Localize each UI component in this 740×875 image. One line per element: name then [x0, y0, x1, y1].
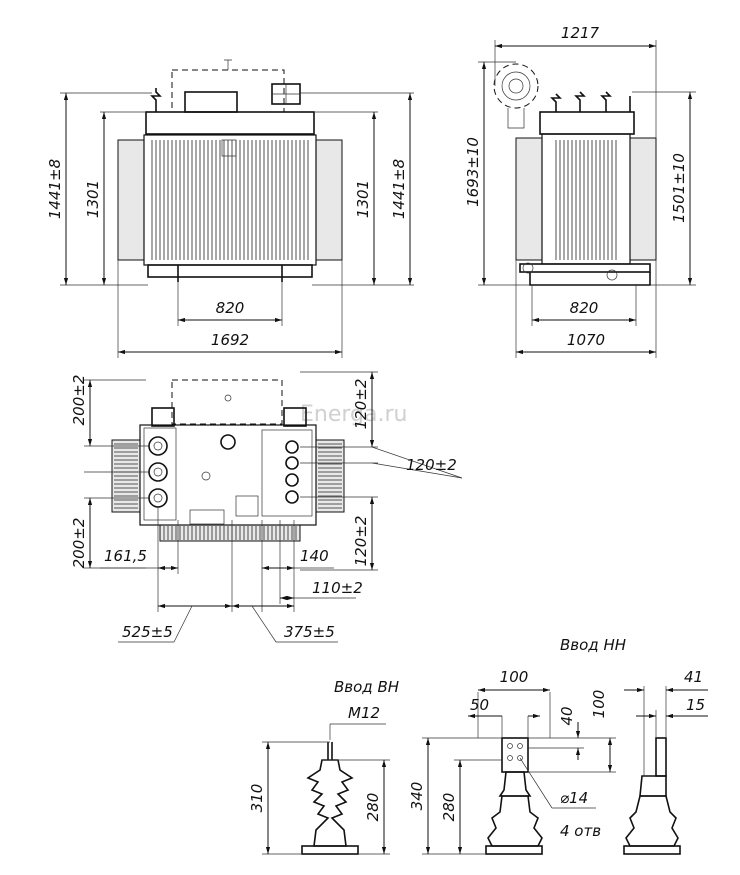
- side-view: 1217 1693±10 1501±10 820 1070: [464, 24, 696, 358]
- dim-plan-140: 140: [300, 547, 329, 565]
- dim-lv-50: 50: [470, 696, 489, 714]
- plan-lv-bushing-1: [285, 440, 299, 454]
- plan-conservator-outline: [171, 379, 283, 425]
- radiator-fins: [151, 140, 309, 260]
- base-frame: [147, 264, 313, 278]
- lv-flag-side: [655, 737, 667, 777]
- dim-lv-holes-count: 4 отв: [560, 822, 601, 840]
- dim-side-overall: 1217: [561, 24, 600, 42]
- dim-side-base: 1070: [567, 331, 605, 349]
- dim-lv-total: 340: [408, 782, 426, 811]
- lv-flag-terminal: [501, 737, 529, 773]
- dim-hv-body: 280: [364, 793, 382, 822]
- plan-center-fitting: [220, 434, 236, 450]
- dim-lv-side-41: 41: [684, 668, 703, 686]
- top-view: 200±2 200±2 120±2 120±2 120±2 161,5 140 …: [70, 371, 463, 643]
- hv-bushing-thread: M12: [348, 704, 380, 722]
- lv-bushing-body: [487, 795, 543, 847]
- dim-lv-side-15: 15: [686, 696, 705, 714]
- dim-plan-200-top: 200±2: [70, 375, 88, 426]
- lv-bushing-side-body: [625, 795, 679, 847]
- side-tank-body: [541, 133, 631, 265]
- right-cooling-panel: [315, 139, 343, 261]
- side-conservator: [493, 63, 539, 109]
- plan-side-fins: [114, 443, 342, 509]
- dim-front-body-left: 1301: [84, 180, 102, 218]
- plan-lv-bushing-3: [285, 473, 299, 487]
- plan-lv-block: [261, 429, 313, 517]
- left-cooling-panel: [117, 139, 145, 261]
- dim-plan-200-bottom: 200±2: [70, 518, 88, 569]
- dim-side-track: 820: [570, 299, 599, 317]
- dim-side-total: 1693±10: [464, 137, 482, 207]
- dim-plan-120-side: 120±2: [406, 456, 457, 474]
- dim-plan-161: 161,5: [104, 547, 147, 565]
- watermark-text: Energa.ru: [300, 402, 407, 427]
- top-equipment: [184, 91, 238, 113]
- dim-plan-120-top: 120±2: [352, 379, 370, 430]
- dim-front-total-left: 1441±8: [46, 159, 64, 219]
- hv-bushing-stud: [327, 742, 333, 760]
- dim-plan-525: 525±5: [122, 623, 173, 641]
- dim-lv-100-height: 100: [590, 690, 608, 719]
- side-radiator-fins: [555, 140, 617, 260]
- dim-plan-375: 375±5: [284, 623, 335, 641]
- conservator-outline: [171, 69, 285, 113]
- dim-plan-110: 110±2: [312, 579, 363, 597]
- plan-lv-bushing-4: [285, 490, 299, 504]
- dim-front-body-right: 1301: [354, 180, 372, 218]
- dim-front-track: 820: [216, 299, 245, 317]
- dim-lv-40: 40: [558, 706, 576, 725]
- side-right-panel: [629, 137, 657, 261]
- front-view: 1441±8 1301 1301 1441±8 820 1692: [46, 59, 414, 358]
- plan-tank-cover: [139, 424, 317, 526]
- tank-cover: [145, 111, 315, 135]
- dim-front-total-right: 1441±8: [390, 159, 408, 219]
- dim-front-overall: 1692: [211, 331, 249, 349]
- dim-lv-body: 280: [440, 793, 458, 822]
- lv-bushing-title: Ввод НН: [560, 636, 626, 654]
- side-left-panel: [515, 137, 543, 261]
- tank-body: [143, 134, 317, 266]
- dim-lv-100-width: 100: [500, 668, 529, 686]
- side-base: [519, 263, 651, 273]
- dim-side-body: 1501±10: [670, 153, 688, 223]
- lv-bushing-detail: Ввод НН 100 50 40 100 340 280: [408, 636, 708, 855]
- dim-plan-120-bottom: 120±2: [352, 516, 370, 567]
- plan-lv-bushing-2: [285, 456, 299, 470]
- dim-lv-hole: ⌀14: [560, 789, 588, 807]
- hv-bushing-detail: Ввод ВН M12 310 280: [248, 678, 399, 855]
- side-cover: [539, 111, 635, 135]
- dim-hv-total: 310: [248, 784, 266, 813]
- plan-hv-block: [143, 427, 177, 521]
- hv-bushing-title: Ввод ВН: [334, 678, 399, 696]
- hv-bushing-body: [306, 759, 354, 847]
- hv-bushing-front: [150, 88, 162, 112]
